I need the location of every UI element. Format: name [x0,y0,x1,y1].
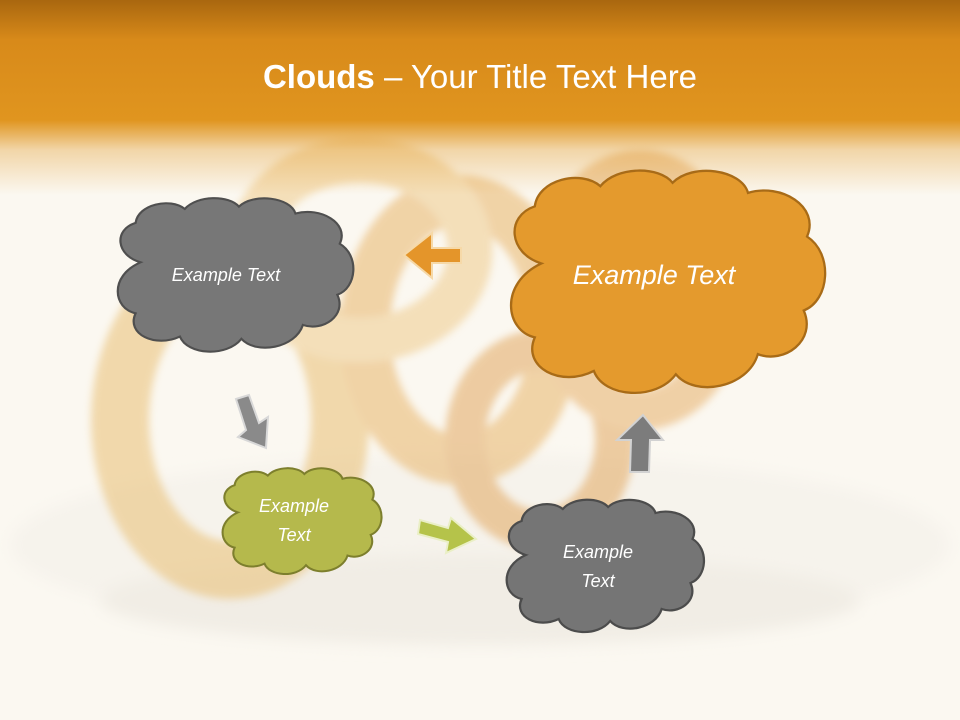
cloud-label-bottom-right: Example Text [536,536,660,598]
title-bold: Clouds [262,58,375,95]
arrow-up-icon [614,413,666,473]
header-band [0,0,960,200]
arrow-right-icon [416,516,478,555]
cloud-label-text: Example Text [258,496,330,545]
cloud-label-top-left: Example Text [140,250,312,300]
cloud-label-text: Example Text [171,264,281,285]
slide-title: Clouds – Your Title Text Here [0,55,960,99]
arrow-down-right-icon [234,393,270,450]
cloud-label-text: Example Text [562,542,634,591]
title-rest: – Your Title Text Here [374,58,698,95]
cloud-label-text: Example Text [572,259,736,290]
cloud-label-top-right: Example Text [540,250,768,300]
arrow-left-icon [402,230,462,281]
cloud-label-bottom-left: Example Text [234,490,354,552]
